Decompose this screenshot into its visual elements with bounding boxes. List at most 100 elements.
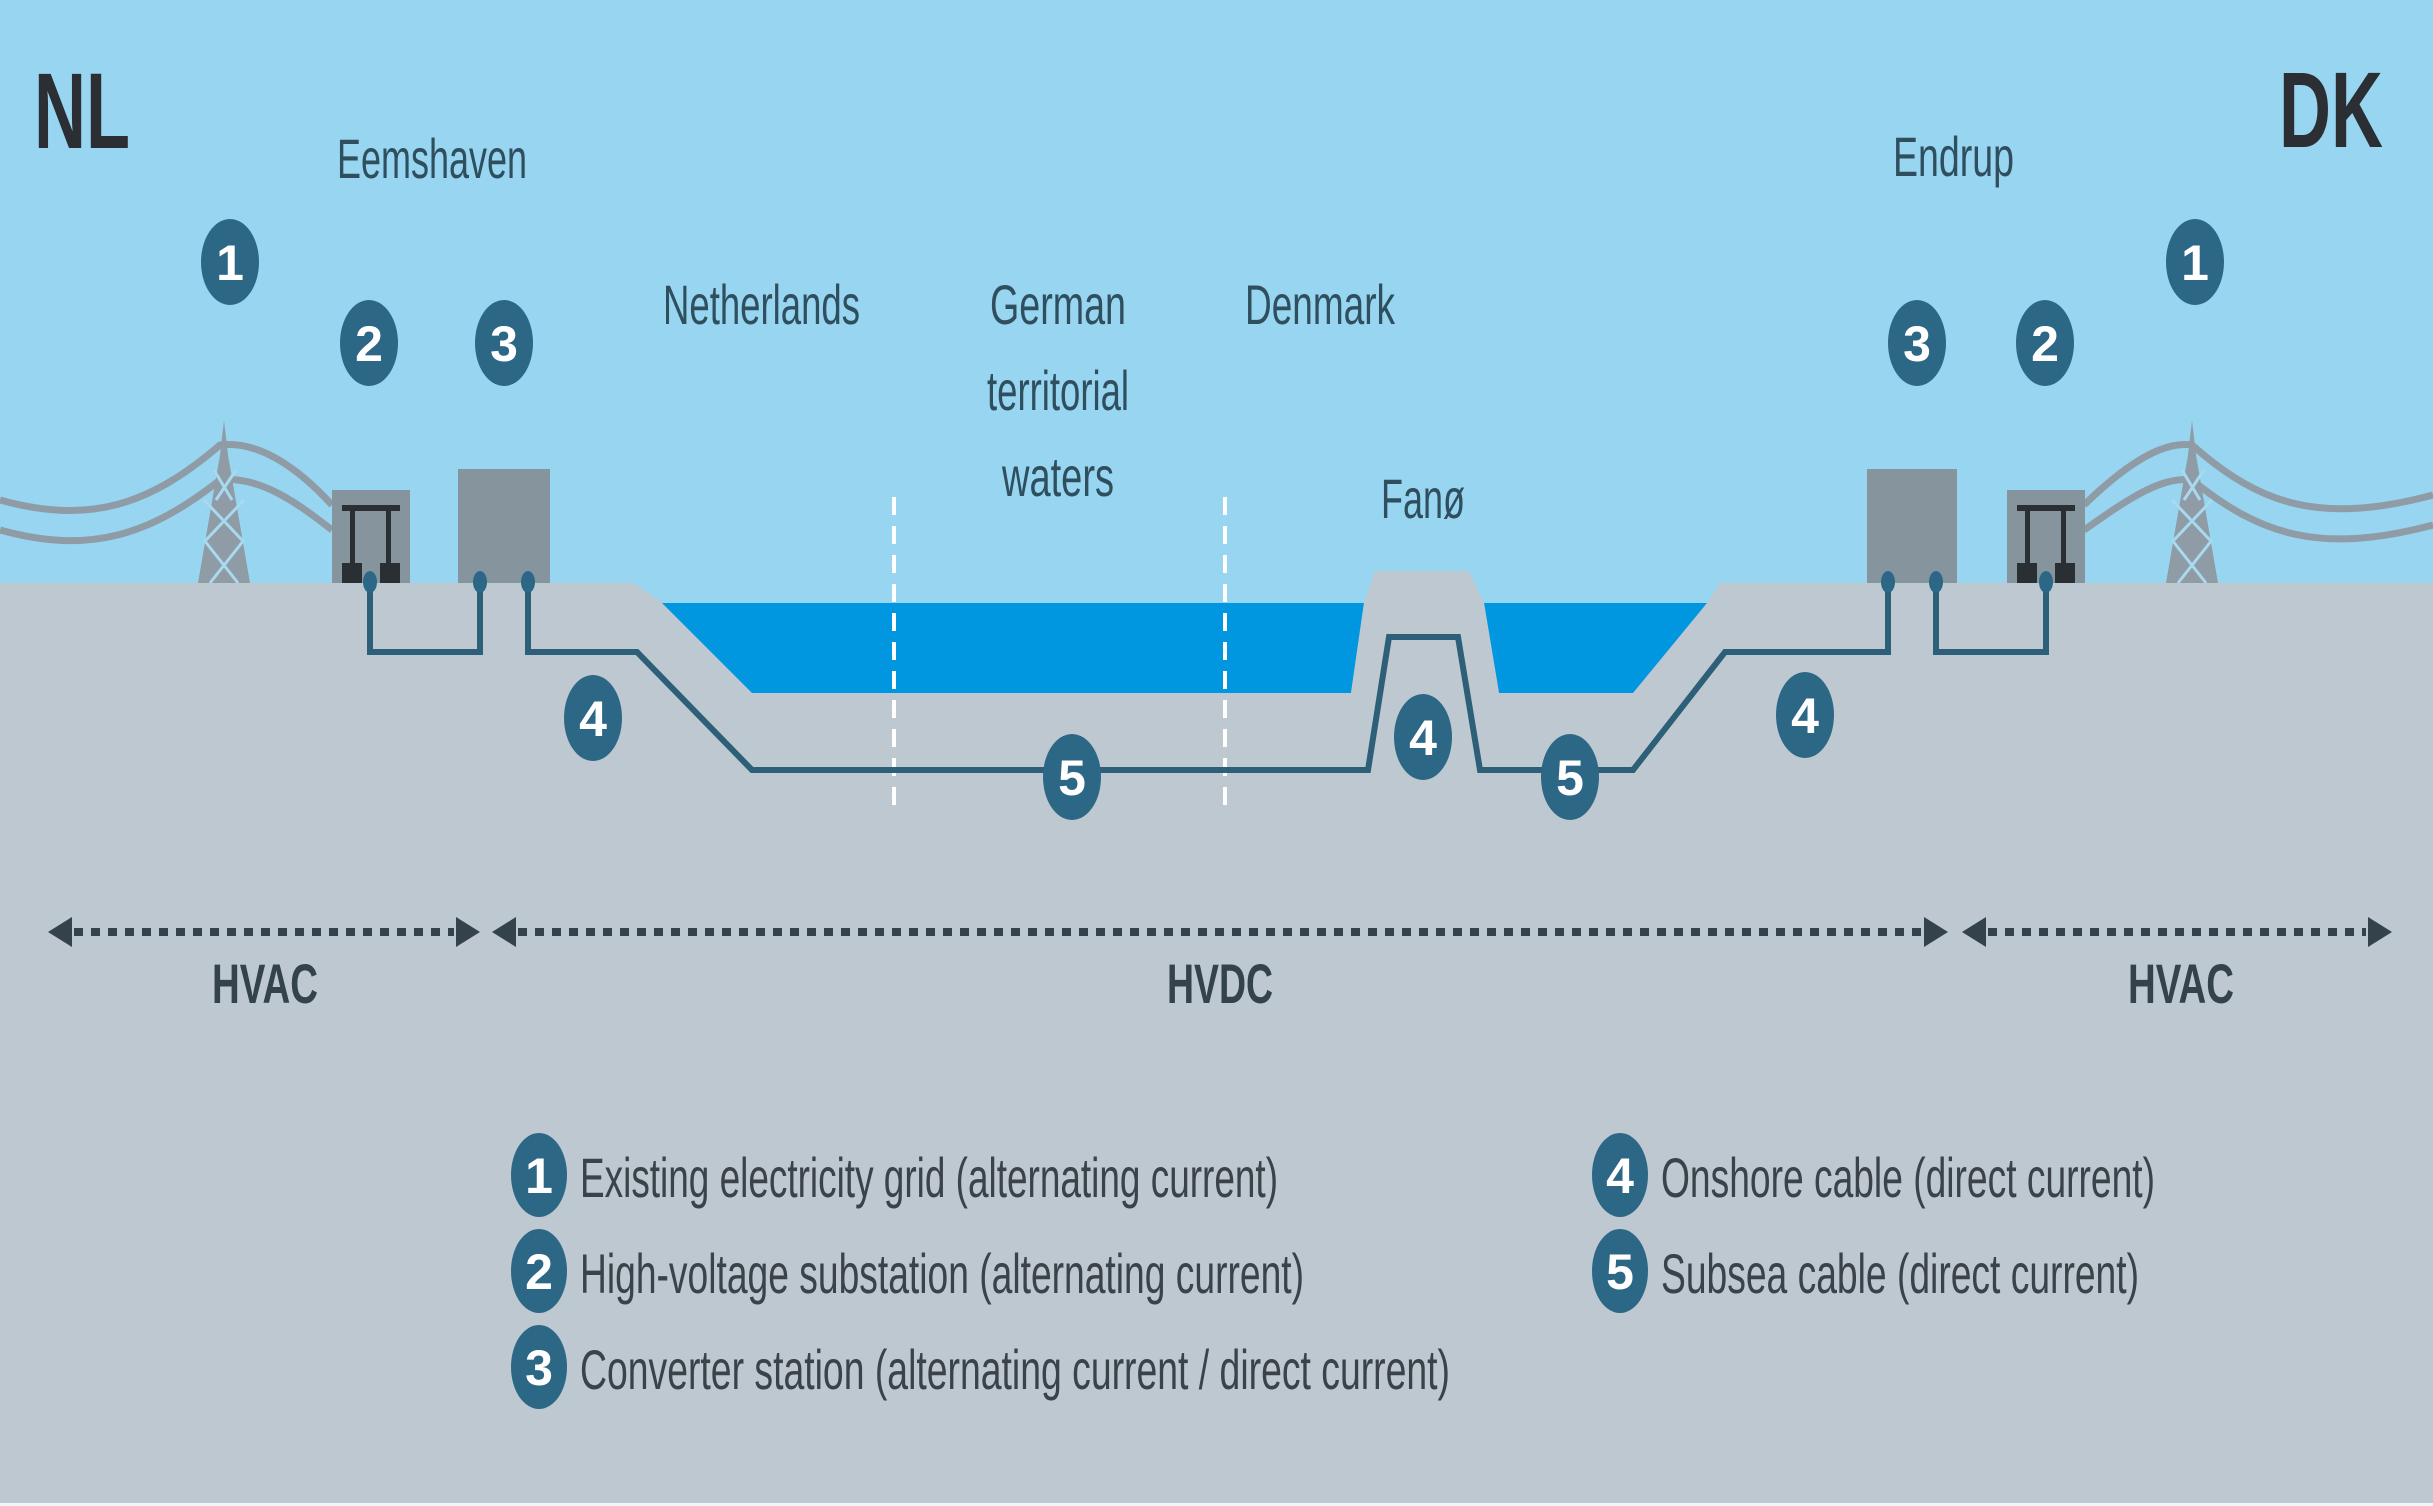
sea-edge-left <box>633 583 664 603</box>
badge-circle <box>1394 694 1452 780</box>
arrowhead-right-icon <box>456 917 480 947</box>
badge-number: 2 <box>355 316 383 372</box>
legend-text: High-voltage substation (alternating cur… <box>580 1242 1304 1305</box>
label-denmark: Denmark <box>1245 273 1396 336</box>
badge-circle <box>340 300 398 386</box>
converter-left-icon <box>458 469 550 583</box>
legend-text: Onshore cable (direct current) <box>1661 1146 2155 1209</box>
badge-dk-substation: 2 <box>2016 300 2074 386</box>
label-german-3: waters <box>1001 445 1114 508</box>
badge-number: 4 <box>1409 710 1437 766</box>
fano-island <box>1351 571 1499 693</box>
legend: 1 Existing electricity grid (alternating… <box>511 1133 2155 1409</box>
country-dk: DK <box>2279 49 2383 170</box>
zone-arrow-left <box>48 917 480 947</box>
legend-badge <box>511 1133 567 1217</box>
arrowhead-left-icon <box>492 917 516 947</box>
zone-label-middle: HVDC <box>1167 952 1273 1015</box>
label-german-2: territorial <box>987 359 1129 422</box>
zone-arrow-middle <box>492 917 1948 947</box>
badge-circle <box>2016 300 2074 386</box>
bottom-edge <box>0 1503 2433 1506</box>
zone-arrows <box>48 917 2392 947</box>
label-eemshaven: Eemshaven <box>337 127 527 190</box>
ac-link-right <box>1933 583 2049 655</box>
legend-badge-num: 3 <box>525 1340 553 1396</box>
badge-circle <box>564 675 622 761</box>
pylon-right-icon <box>2166 420 2218 584</box>
legend-text: Converter station (alternating current /… <box>580 1338 1450 1401</box>
badge-circle <box>1776 672 1834 758</box>
ac-link-left <box>367 583 483 655</box>
badge-subsea-fano: 5 <box>1541 734 1599 820</box>
sea-trench-sky <box>633 583 1720 603</box>
sea-right <box>1484 603 1707 693</box>
badge-number: 4 <box>1791 688 1819 744</box>
legend-item: 5 Subsea cable (direct current) <box>1592 1229 2139 1313</box>
legend-item: 4 Onshore cable (direct current) <box>1592 1133 2155 1217</box>
label-german-1: German <box>990 273 1126 336</box>
zone-label-left: HVAC <box>212 952 318 1015</box>
sky <box>0 0 2433 584</box>
badge-number: 3 <box>1903 316 1931 372</box>
badge-nl-substation: 2 <box>340 300 398 386</box>
legend-badge-num: 5 <box>1606 1244 1634 1300</box>
power-lines-left <box>0 440 335 545</box>
badge-number: 3 <box>490 316 518 372</box>
badge-dk-grid: 1 <box>2166 219 2224 305</box>
legend-badge <box>511 1229 567 1313</box>
label-endrup: Endrup <box>1893 125 2014 188</box>
badge-dk-onshore: 4 <box>1776 672 1834 758</box>
badge-number: 5 <box>1058 750 1086 806</box>
legend-badge-num: 2 <box>525 1244 553 1300</box>
badge-circle <box>1043 734 1101 820</box>
zone-arrow-right <box>1962 917 2392 947</box>
badge-number: 2 <box>2031 316 2059 372</box>
legend-badge-num: 4 <box>1606 1148 1634 1204</box>
legend-text: Subsea cable (direct current) <box>1661 1242 2139 1305</box>
legend-badge <box>1592 1133 1648 1217</box>
power-lines-right <box>2081 440 2433 543</box>
badge-number: 4 <box>579 691 607 747</box>
label-netherlands: Netherlands <box>663 273 860 336</box>
badge-circle <box>1541 734 1599 820</box>
badge-circle <box>475 300 533 386</box>
substation-left-icon <box>332 490 410 583</box>
badge-nl-converter: 3 <box>475 300 533 386</box>
converter-right-icon <box>1867 469 1957 583</box>
legend-badge-num: 1 <box>525 1148 553 1204</box>
legend-badge <box>511 1325 567 1409</box>
arrowhead-left-icon <box>1962 917 1986 947</box>
substation-right-icon <box>2007 490 2085 583</box>
label-fano: Fanø <box>1381 467 1465 530</box>
badge-circle <box>2166 219 2224 305</box>
badge-nl-grid: 1 <box>201 219 259 305</box>
arrowhead-left-icon <box>48 917 72 947</box>
arrowhead-right-icon <box>1924 917 1948 947</box>
badge-number: 5 <box>1556 750 1584 806</box>
cables <box>367 583 2049 773</box>
pylon-left-icon <box>198 420 250 584</box>
badge-subsea-main: 5 <box>1043 734 1101 820</box>
badge-number: 1 <box>216 235 244 291</box>
cable-nodes <box>363 571 2053 593</box>
badges: 1 2 3 4 5 4 5 4 3 2 1 <box>201 219 2224 820</box>
badge-nl-onshore: 4 <box>564 675 622 761</box>
sea-left <box>662 603 1364 693</box>
badge-dk-converter: 3 <box>1888 300 1946 386</box>
badge-circle <box>1888 300 1946 386</box>
badge-number: 1 <box>2181 235 2209 291</box>
legend-badge <box>1592 1229 1648 1313</box>
country-nl: NL <box>34 50 130 171</box>
legend-item: 3 Converter station (alternating current… <box>511 1325 1450 1409</box>
badge-circle <box>201 219 259 305</box>
zone-label-right: HVAC <box>2128 952 2234 1015</box>
legend-item: 1 Existing electricity grid (alternating… <box>511 1133 1278 1217</box>
land <box>0 583 2433 1504</box>
badge-fano-onshore: 4 <box>1394 694 1452 780</box>
legend-item: 2 High-voltage substation (alternating c… <box>511 1229 1304 1313</box>
legend-text: Existing electricity grid (alternating c… <box>580 1146 1278 1209</box>
arrowhead-right-icon <box>2368 917 2392 947</box>
dc-cable-main <box>525 583 1891 773</box>
